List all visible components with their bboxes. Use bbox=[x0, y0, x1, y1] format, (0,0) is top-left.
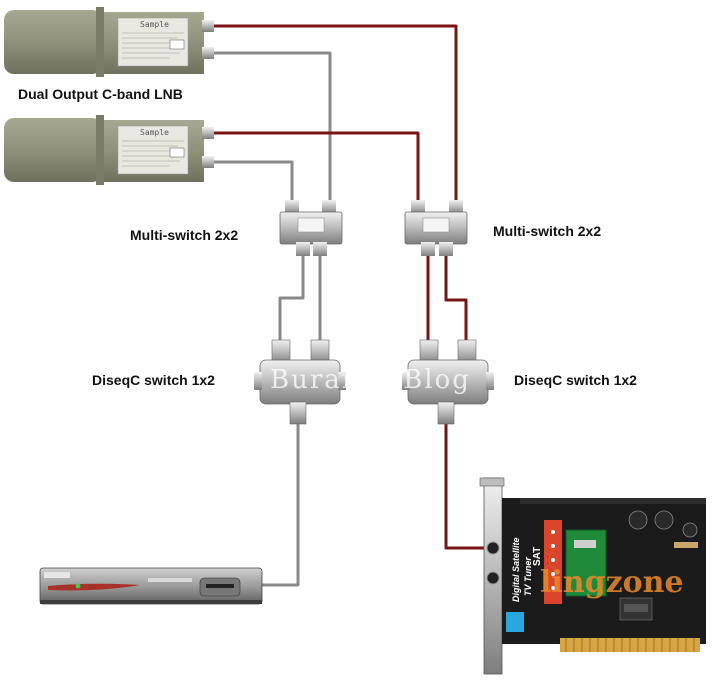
card-sat-label: SAT bbox=[532, 547, 543, 566]
lnb-output-connector-2 bbox=[202, 156, 214, 168]
tuner-card: SAT Digital Satellite TV Tuner ling bbox=[479, 477, 706, 675]
cable-gray-top-lnb bbox=[212, 51, 332, 205]
watermark-blog: Buram's Blog bbox=[270, 365, 471, 395]
cable-red-top-lnb bbox=[212, 24, 458, 205]
lnb-output-connector-1 bbox=[202, 127, 214, 139]
cable-red-ms-right-b bbox=[444, 252, 468, 345]
lnb-bottom: Sample bbox=[4, 115, 214, 185]
label-multiswitch-right: Multi-switch 2x2 bbox=[493, 223, 601, 239]
multiswitch-left bbox=[279, 200, 343, 256]
cables bbox=[212, 24, 492, 587]
card-blue-component bbox=[506, 612, 524, 632]
lnb-output-connector-1 bbox=[202, 20, 214, 32]
lnb-feedhorn bbox=[4, 118, 102, 182]
cable-gray-ms-left-a bbox=[278, 252, 305, 345]
lnb-feedhorn bbox=[4, 10, 102, 74]
lnb-sticker-text: Sample bbox=[140, 128, 169, 137]
cable-gray-to-receiver bbox=[260, 422, 300, 587]
satellite-receiver bbox=[39, 567, 263, 605]
label-multiswitch-left: Multi-switch 2x2 bbox=[130, 227, 238, 243]
lnb-top: Sample bbox=[4, 7, 214, 77]
cable-red-bottom-lnb bbox=[212, 131, 420, 205]
label-diseqc-right: DiseqC switch 1x2 bbox=[514, 372, 637, 388]
label-diseqc-left: DiseqC switch 1x2 bbox=[92, 372, 215, 388]
cable-gray-bottom-lnb bbox=[212, 160, 294, 205]
card-title-line1: Digital Satellite bbox=[511, 537, 521, 602]
diseqc-left bbox=[254, 339, 346, 425]
lnb-sticker-text: Sample bbox=[140, 20, 169, 29]
label-lnb: Dual Output C-band LNB bbox=[18, 86, 183, 102]
card-title-line2: TV Tuner bbox=[523, 557, 533, 596]
receiver-display-strip bbox=[48, 583, 140, 591]
lnb-output-connector-2 bbox=[202, 47, 214, 59]
multiswitch-right bbox=[404, 200, 468, 256]
watermark-brand: lingzone bbox=[540, 565, 684, 600]
cable-red-to-card bbox=[444, 422, 492, 550]
card-input-connector bbox=[486, 541, 500, 555]
diseqc-right bbox=[402, 339, 494, 425]
receiver-power-led bbox=[75, 583, 81, 589]
